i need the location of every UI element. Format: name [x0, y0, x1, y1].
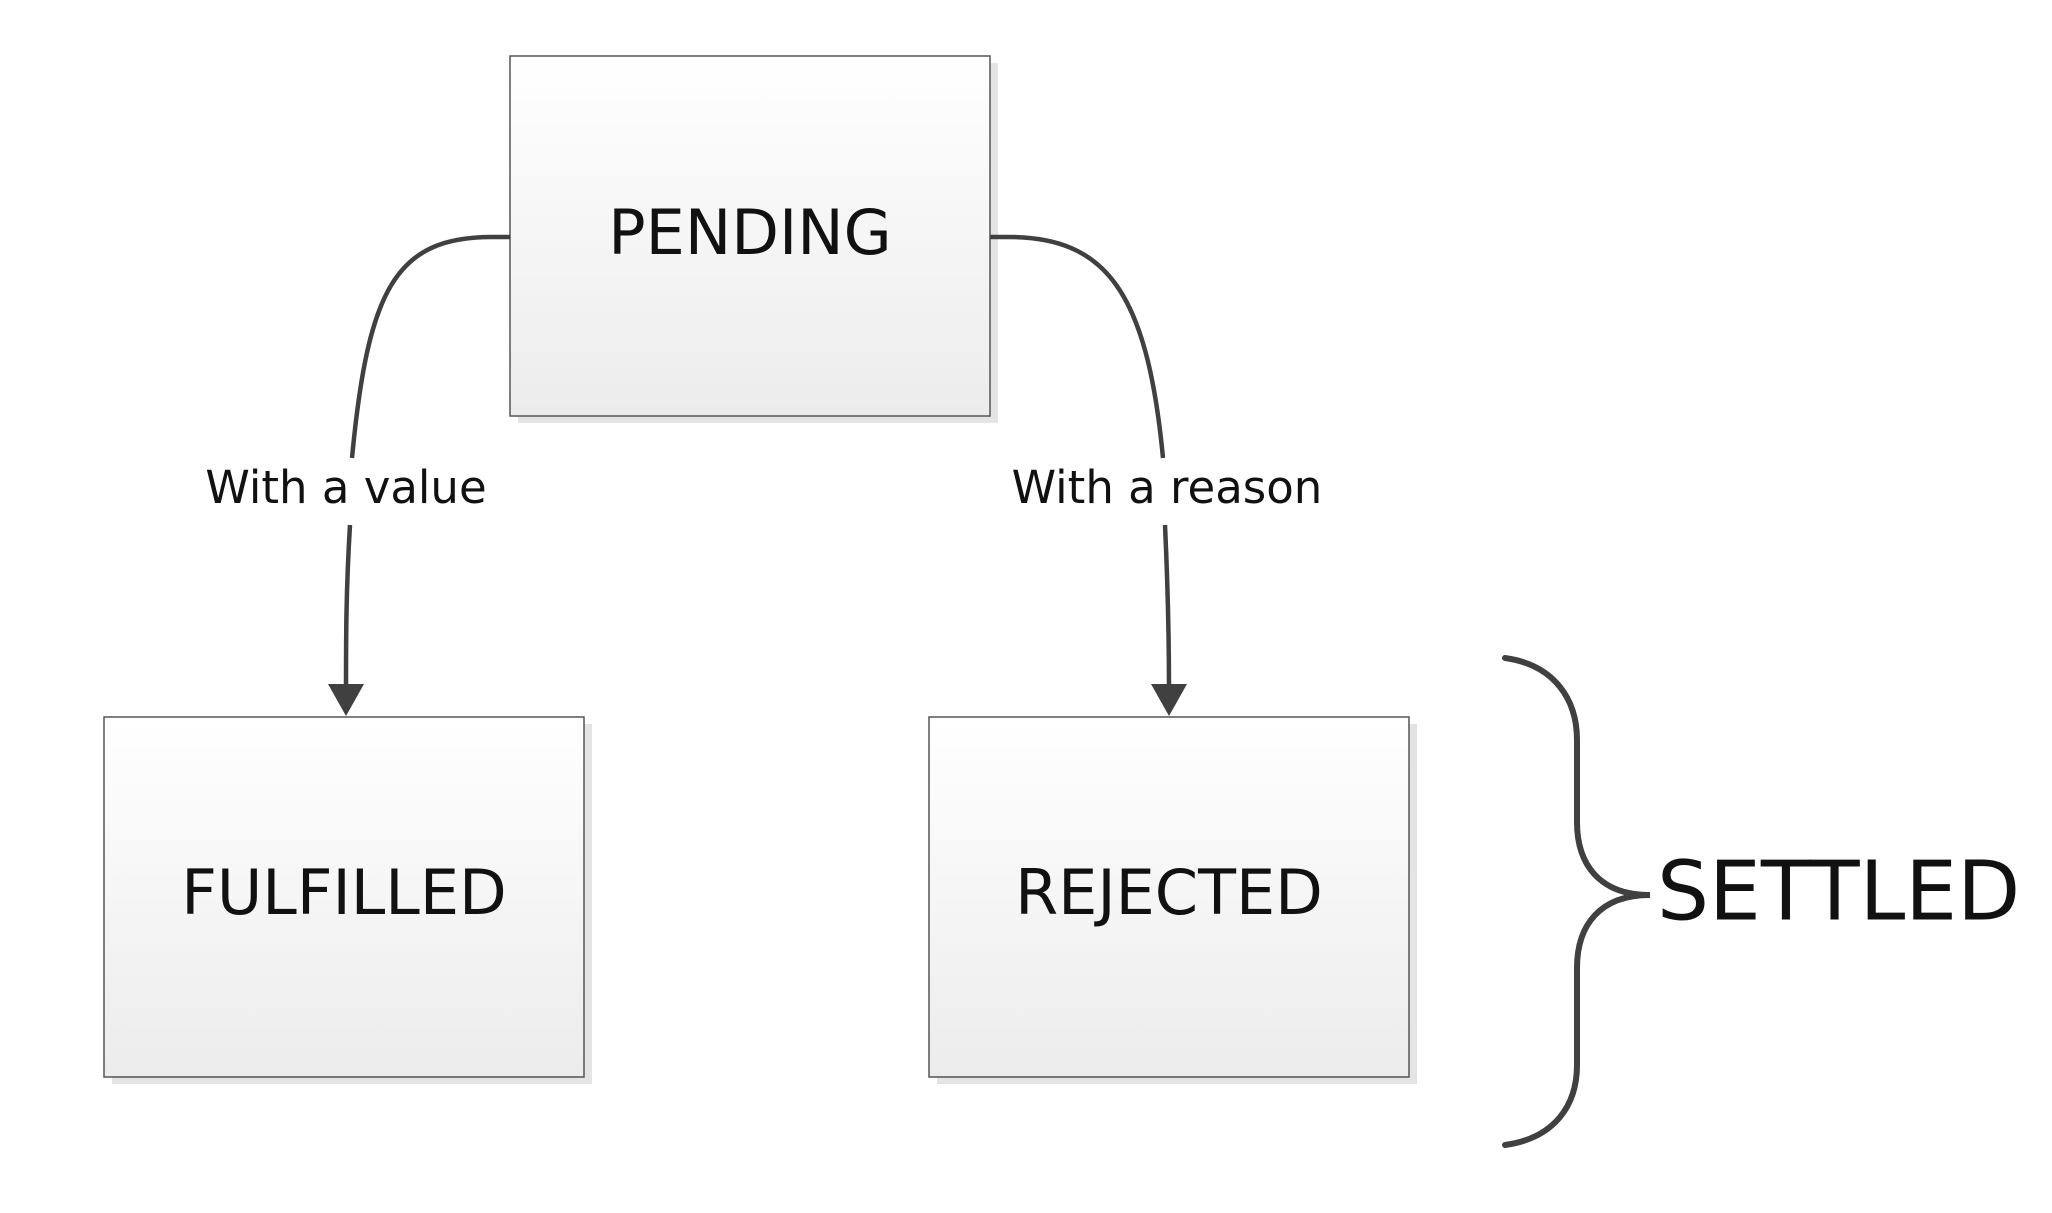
rejected-state-box: REJECTED: [928, 716, 1417, 1084]
transition-to-rejected-line-lower: [1162, 524, 1172, 691]
with-a-value-label: With a value: [205, 461, 486, 514]
transition-to-rejected-line: [990, 234, 1166, 459]
transition-to-fulfilled: With a value: [205, 234, 510, 716]
rejected-state-label: REJECTED: [1015, 856, 1323, 929]
rejected-box: [928, 716, 1410, 1078]
settled-group-label: SETTLED: [1657, 844, 2020, 939]
settled-group: SETTLED: [1502, 655, 2020, 1148]
transition-to-fulfilled-line: [349, 234, 510, 459]
rejected-arrowhead: [1151, 684, 1187, 716]
fulfilled-state-box: FULFILLED: [103, 716, 592, 1084]
fulfilled-arrowhead: [328, 684, 364, 716]
fulfilled-box: [103, 716, 585, 1078]
pending-state-box: PENDING: [509, 55, 998, 423]
transition-to-rejected: With a reason: [990, 234, 1323, 716]
settled-brace: [1502, 655, 1651, 1148]
pending-box: [509, 55, 991, 417]
pending-state-label: PENDING: [608, 196, 891, 269]
with-a-reason-label: With a reason: [1012, 461, 1323, 514]
fulfilled-state-label: FULFILLED: [181, 856, 507, 929]
transition-to-fulfilled-line-lower: [343, 524, 353, 691]
